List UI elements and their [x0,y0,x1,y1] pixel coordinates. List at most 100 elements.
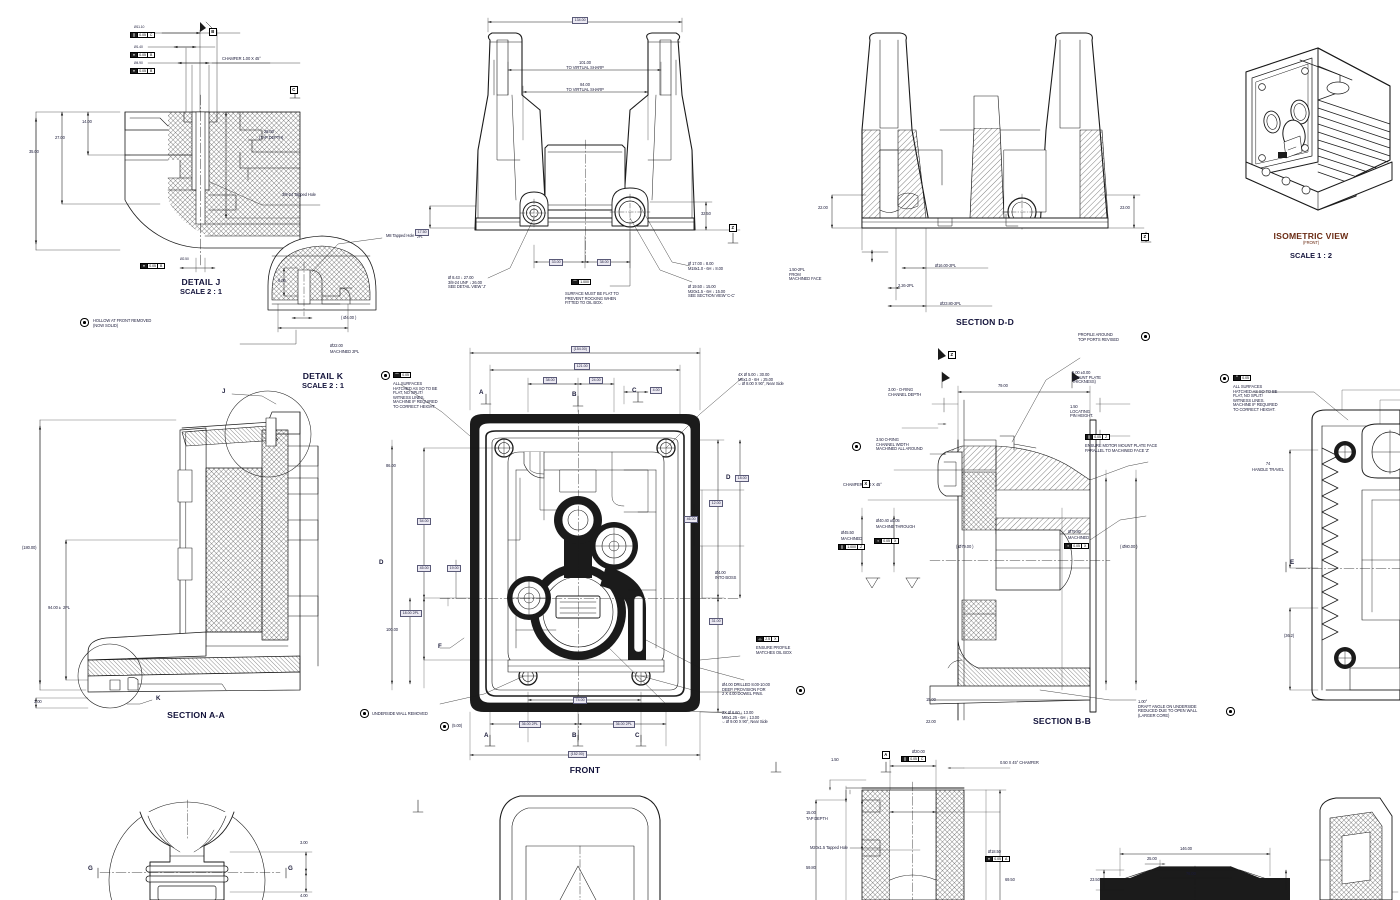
dim-bb-80-ref: ( Ø80.00 ) [1120,544,1138,549]
dim-front-18-2pl: 18.00 2PL [400,610,422,617]
datum-a-front-bottom: A [484,732,489,739]
dim-front-19: 19.00 [447,565,462,572]
isometric-view-title: ISOMETRIC VIEW [1273,231,1349,241]
dim-front-74: 74.00 [573,697,588,704]
dim-134: 134.00 [572,17,589,24]
note-profile-oil-box: ENSURE PROFILE MATCHES OIL BOX [756,645,792,655]
dim-bb-machine-through: MACHINE THROUGH [876,524,916,529]
dim-14: 14.00 [82,119,92,124]
datum-b-front-bottom: B [572,732,577,739]
top-center-view-geometry [428,17,741,287]
fcf-position-b-2: ⌖ 0.05 B [130,68,156,75]
dim-bm-tap-depth: TAP DEPTH [806,816,828,821]
flag-note-dowel [796,686,805,695]
datum-b-front-top: B [572,391,577,398]
section-aa-title: SECTION A-A [167,710,225,720]
fcf-bb-right: ⍖ 0.05 X [1064,543,1090,550]
dim-35: 35.00 [29,149,39,154]
fcf-flatness-front: ⌒ 0.05 [393,372,412,379]
datum-z-section-bb: Z [948,351,956,359]
datum-a-front-top: A [479,389,484,396]
detail-ref-j: J [222,388,226,395]
dim-front-36-2pl-l: 36.00 2PL [519,721,541,728]
dim-tap-depth: (TAP DEPTH) [259,135,284,140]
dim-bb-4040: Ø40.40 ±0.05 [876,518,900,523]
dim-front-54: 54.00 [417,518,432,525]
note-bore-into-boss: Ø4.00 INTO BOSS [715,570,737,580]
dim-front-18r: 18.00 [735,475,750,482]
dim-k-machined: MACHINED 2PL [330,349,360,354]
datum-z-section-dd: Z [1141,233,1149,241]
dim-front-4: 4.00 [650,387,663,394]
dim-1750-label: 2PL [417,235,423,239]
dim-bb-machined-2: MACHINED [1068,535,1090,540]
dim-front-24: 24.00 [589,377,604,384]
dim-1750: 17.50 [415,229,430,236]
dim-bb-79-ref: ( Ø79.00 ) [956,544,974,549]
fcf-tolerance: 1.000 [846,545,859,550]
bottom-mid-section-geometry [770,759,1011,900]
dim-33: 33.00 [549,259,564,266]
fcf-position-b-3: ⌖ 0.05 B [140,263,166,270]
fcf-symbol: ⍖ [875,539,882,544]
fcf-tolerance: 0.05 [138,33,149,38]
datum-d-front-right: D [726,474,731,481]
detail-k-geometry [239,235,383,345]
dim-bm-20: Ø20.00 [912,749,925,754]
detail-j-dia-4: Ø2.50 [180,257,189,261]
dim-right-handle-travel: HANDLE TRAVEL [1252,467,1284,472]
fcf-symbol: ⌖ [131,53,138,58]
dim-aa-3: 3.00 [34,699,42,704]
section-aa-geometry [34,390,319,709]
bottom-far-right-geometry [1319,797,1393,900]
isometric-view-subtitle: SCALE 1 : 2 [1290,251,1332,260]
dim-front-38: 38.00 [543,377,558,384]
fcf-bm-position: ⌖ 0.05 A [985,856,1011,863]
dim-101: 101.00 [579,60,591,65]
fcf-symbol: ∥ [1086,435,1093,440]
datum-a-bottom-mid: A [882,751,890,759]
note-locating-pin: 1.50 LOCATING PIN HEIGHT. [1070,404,1094,419]
detail-k-subtitle: SCALE 2 : 1 [302,381,344,390]
fcf-symbol: ⌖ [131,69,138,74]
dim-bm-150: 1.50 [831,757,839,762]
dim-front-46r: 46.00 [684,516,699,523]
dim-27: 27.00 [55,135,65,140]
detail-j-dia-1: Ø11.10 [134,25,145,29]
detail-ref-k: K [156,695,161,702]
dim-bm-15: 15.00 [806,810,816,815]
note-profile-ports: PROFILE AROUND TOP PORTS REVISED [1078,332,1119,342]
dim-front-152: (152.00) [568,751,587,758]
note-dd-machined-face: 1.50-2PL FROM MACHINED FACE [789,267,822,282]
fcf-flatness-top: ⌒ 1.000 [571,279,592,286]
dim-front-12r: 12.00 [709,500,724,507]
fcf-datum: C [920,757,924,762]
dim-right-74: 74 [1265,461,1271,466]
datum-d-front-left: D [379,559,384,566]
fcf-datum: B [160,264,163,269]
isometric-view-geometry [1245,47,1393,211]
fcf-datum: X [894,539,897,544]
dim-front-154: (154.00) [571,346,590,353]
dim-bm-598: 59.80 [806,865,816,870]
fcf-parallelism-c: ∥ 0.05 C [130,32,156,39]
dim-front-121: 121.00 [574,363,591,370]
dim-bb-machined-1: MACHINED [841,536,863,541]
fcf-tolerance: 0.05 [402,373,409,378]
datum-g-right: G [288,865,293,872]
flag-note-oring [852,442,861,451]
flag-note-draft [1226,707,1235,716]
bottom-right-view-geometry [1095,847,1399,900]
dim-br-146: 146.00 [1180,846,1192,851]
fcf-tolerance: 1.000 [580,280,589,285]
bottom-center-view-geometry [412,795,661,900]
note-parallel-face: ENSURE MOTOR MOUNT PLATE FACE PARALLEL T… [1085,443,1158,453]
dim-bb-15: 15.00 [926,697,936,702]
tapped-hole-note-k: M8 Tapped Hole [386,233,415,238]
note-oring-depth: 3.00 - O-RING CHANNEL DEPTH [888,387,922,397]
fcf-tolerance: 0.05 [148,264,159,269]
right-side-view-geometry [1251,389,1400,701]
flag-note-underside [360,709,369,718]
callout-left-top-view: Ø 8.43 ↓ 27.00 3/8-24 UNF ↓ 26.00 SEE DE… [448,275,486,290]
